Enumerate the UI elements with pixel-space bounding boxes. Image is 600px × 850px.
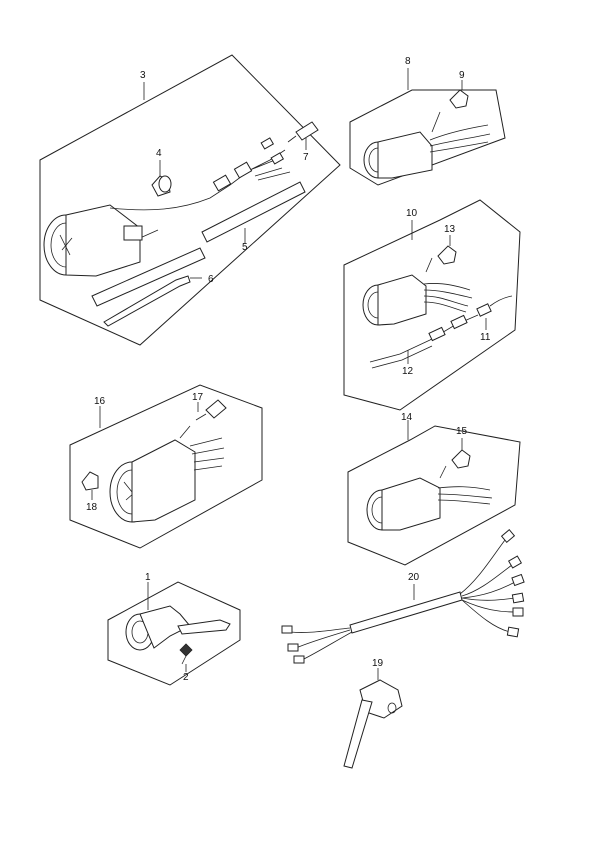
callout-3: 3 <box>140 70 146 81</box>
part-gauge-8 <box>363 111 491 179</box>
group-16-frame <box>69 384 263 549</box>
group-8-frame <box>349 89 506 186</box>
part-gauge-3 <box>43 204 159 277</box>
callout-11: 11 <box>480 332 491 343</box>
part-bulb-9 <box>449 89 469 109</box>
part-bulb-4 <box>151 175 172 197</box>
callout-12: 12 <box>402 366 414 377</box>
part-lever-19 <box>343 668 403 769</box>
callout-1: 1 <box>145 572 151 583</box>
group-1-switch-kit <box>107 581 241 686</box>
group-3-frame <box>39 54 341 346</box>
part-harness-3 <box>109 149 291 211</box>
part-lead-11 <box>476 295 513 317</box>
callout-5: 5 <box>242 242 248 253</box>
group-1-frame <box>107 581 241 686</box>
part-connector-17 <box>195 399 227 421</box>
part-switch-1 <box>125 605 231 651</box>
part-connector-7 <box>287 121 319 143</box>
group-10-frame <box>343 199 521 411</box>
group-16-gauge-kit <box>69 384 263 549</box>
group-8-gauge-kit <box>349 68 506 186</box>
group-14-frame <box>347 425 521 566</box>
callout-10: 10 <box>406 208 418 219</box>
callout-8: 8 <box>405 56 411 67</box>
part-lead-12 <box>369 314 479 369</box>
part-gauge-16 <box>109 425 225 523</box>
callout-16: 16 <box>94 396 106 407</box>
callout-9: 9 <box>459 70 465 81</box>
callout-4: 4 <box>156 148 162 159</box>
part-gauge-14 <box>366 465 493 531</box>
part-screw-2 <box>179 643 193 665</box>
part-bulb-18 <box>81 471 99 491</box>
callout-19: 19 <box>372 658 384 669</box>
part-gauge-10 <box>362 257 473 326</box>
callout-20: 20 <box>408 572 420 583</box>
callout-6: 6 <box>208 274 214 285</box>
callout-14: 14 <box>401 412 413 423</box>
callout-18: 18 <box>86 502 98 513</box>
group-3-tachometer-kit <box>39 54 341 346</box>
callout-2: 2 <box>183 672 189 683</box>
part-tie-6 <box>103 275 191 327</box>
part-bulb-15 <box>451 449 471 469</box>
part-tube-5 <box>91 181 306 307</box>
callout-7: 7 <box>303 152 309 163</box>
part-bulb-13 <box>437 245 457 265</box>
callout-13: 13 <box>444 224 456 235</box>
group-14-gauge-kit <box>347 420 521 566</box>
group-10-gauge-kit <box>343 199 521 411</box>
part-harness-20 <box>281 529 525 664</box>
callout-17: 17 <box>192 392 204 403</box>
callout-15: 15 <box>456 426 468 437</box>
